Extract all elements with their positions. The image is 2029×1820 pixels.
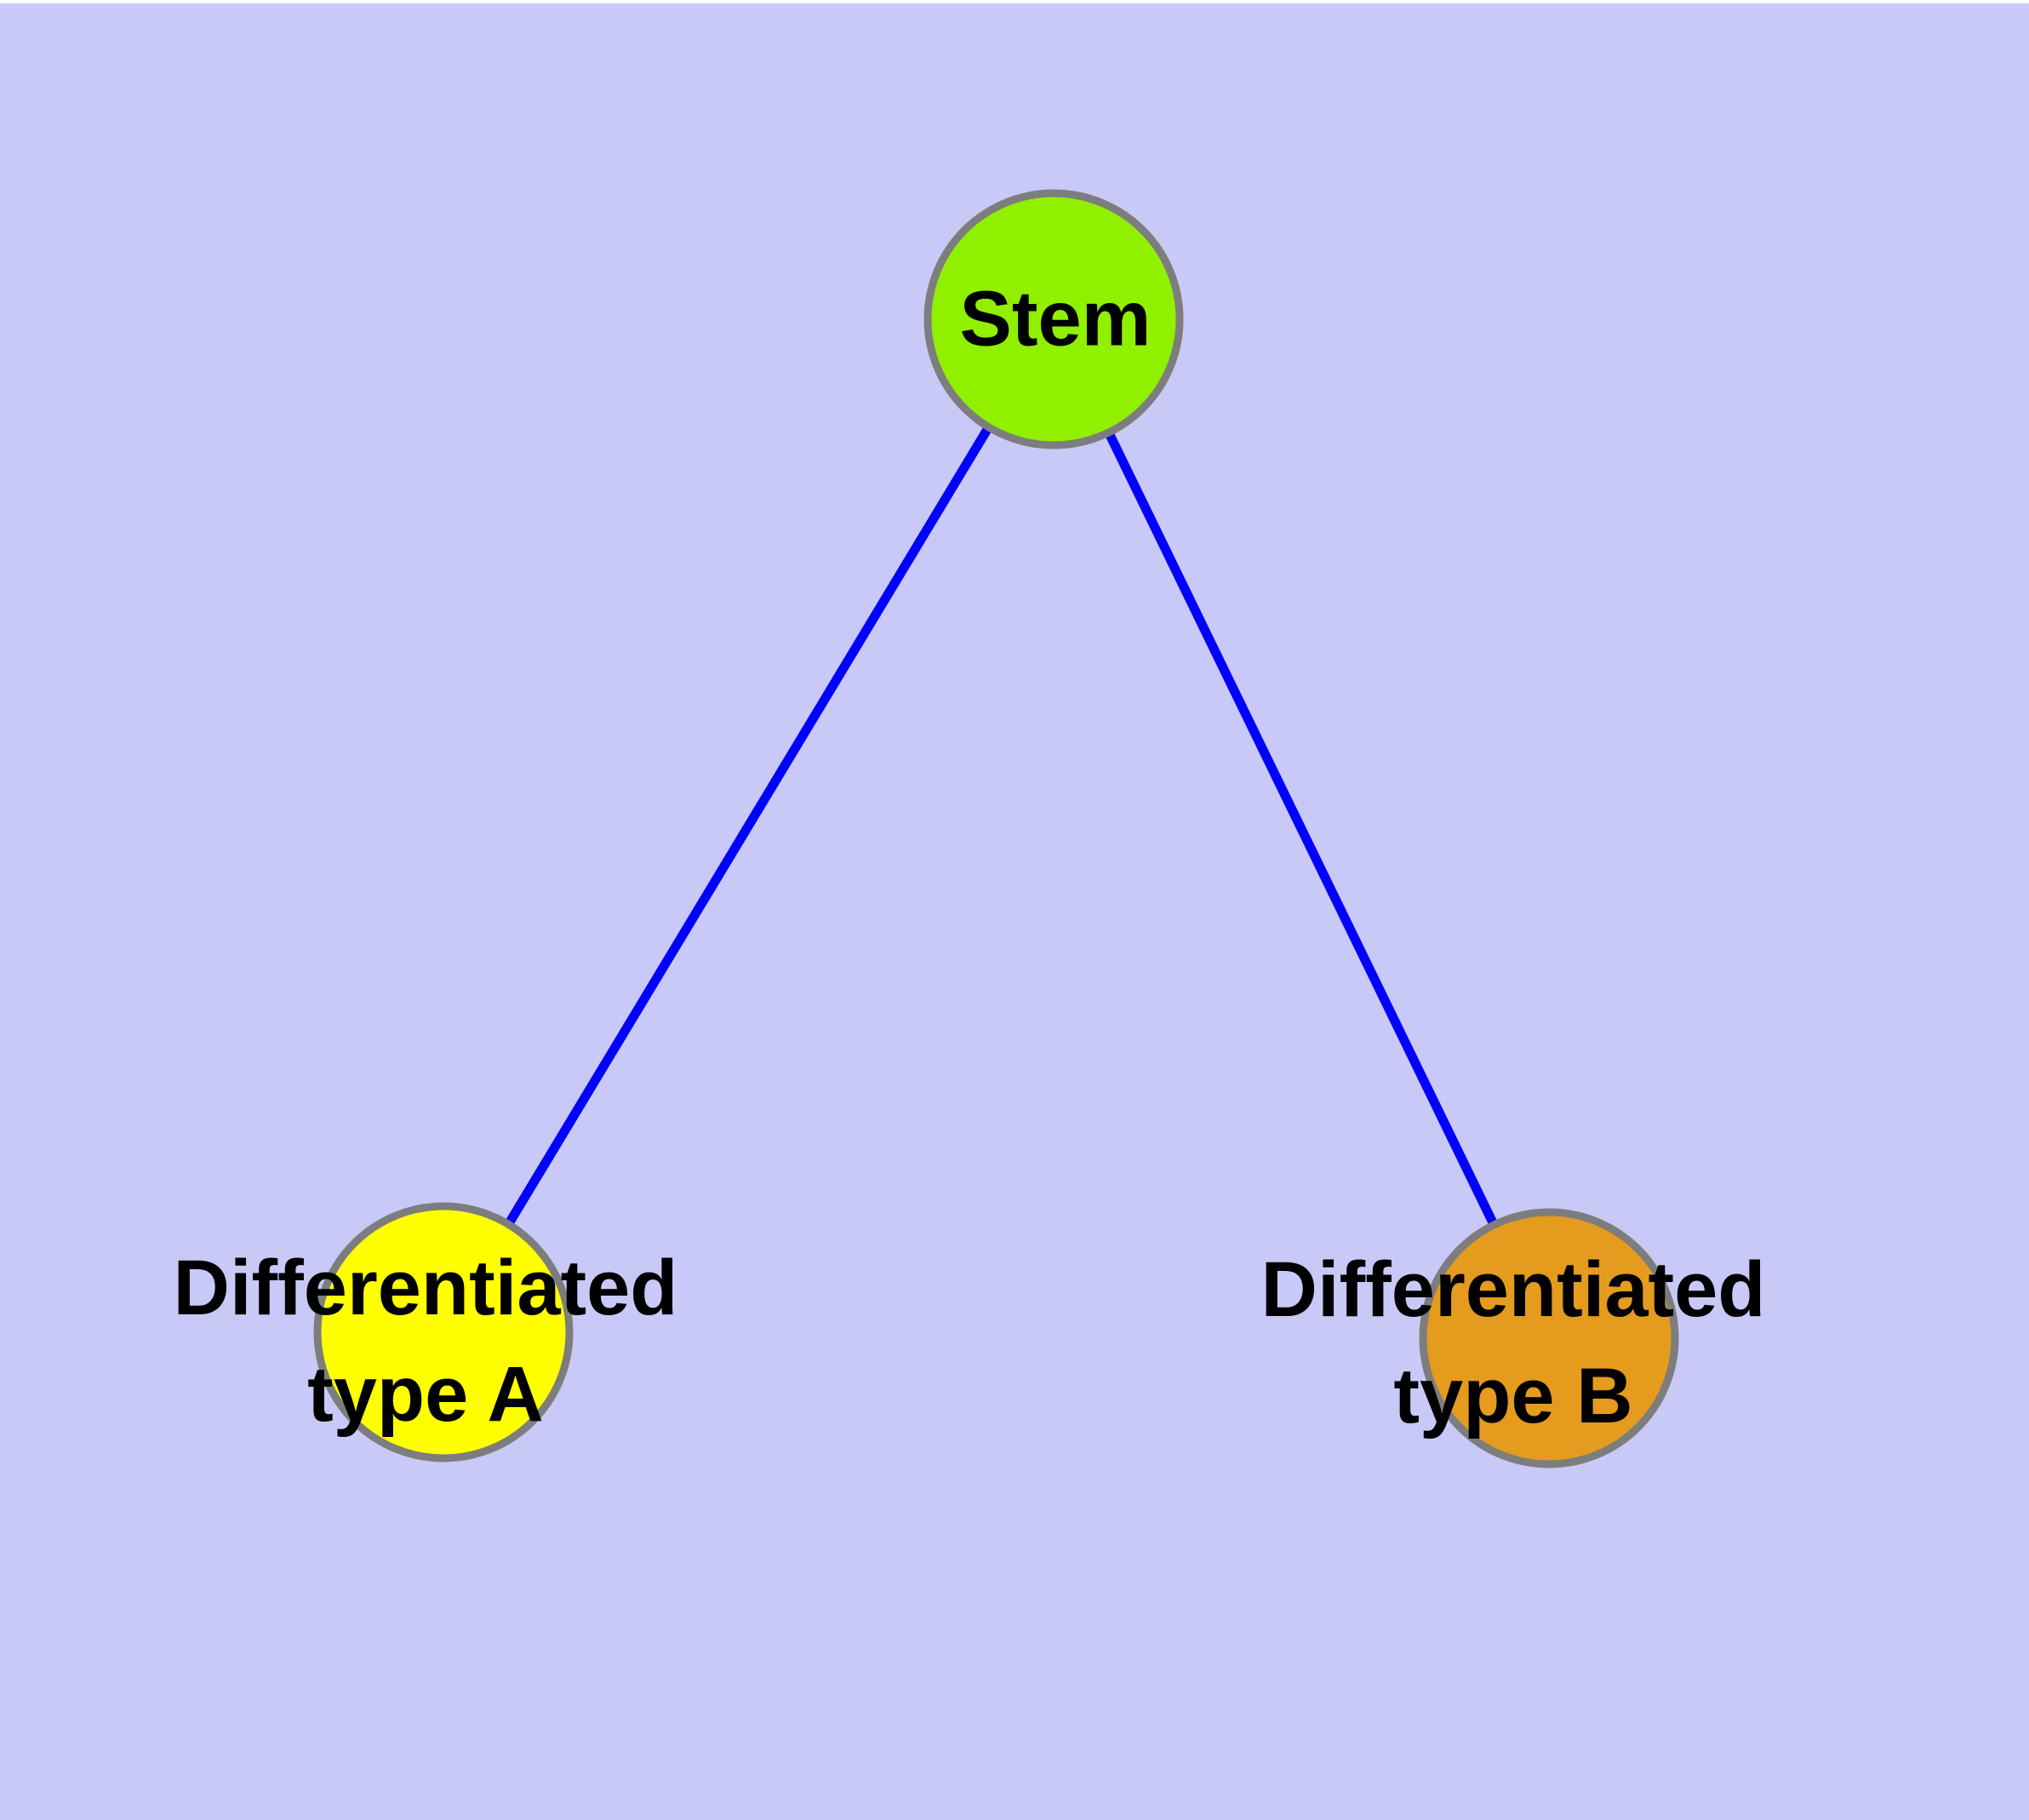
edge-stem-to-type-b [1049,317,1553,1341]
type-b-label-line-2: type B [1393,1353,1633,1439]
differentiated-type-a-node-label: Differentiated type A [174,1235,678,1448]
stem-node-circle [923,189,1184,449]
stem-node-label: Stem [960,266,1152,372]
differentiated-type-a-node-circle [313,1202,574,1462]
differentiated-type-b-node-label: Differentiated type B [1261,1237,1766,1450]
type-a-label-line-2: type A [307,1351,544,1438]
type-a-label-line-1: Differentiated [173,1244,678,1331]
stem-node-label-line: Stem [959,275,1152,363]
type-b-label-line-1: Differentiated [1260,1245,1766,1333]
edge-stem-to-type-a [439,317,1058,1335]
differentiated-type-b-node-circle [1419,1208,1679,1468]
top-margin-strip [0,0,2029,3]
